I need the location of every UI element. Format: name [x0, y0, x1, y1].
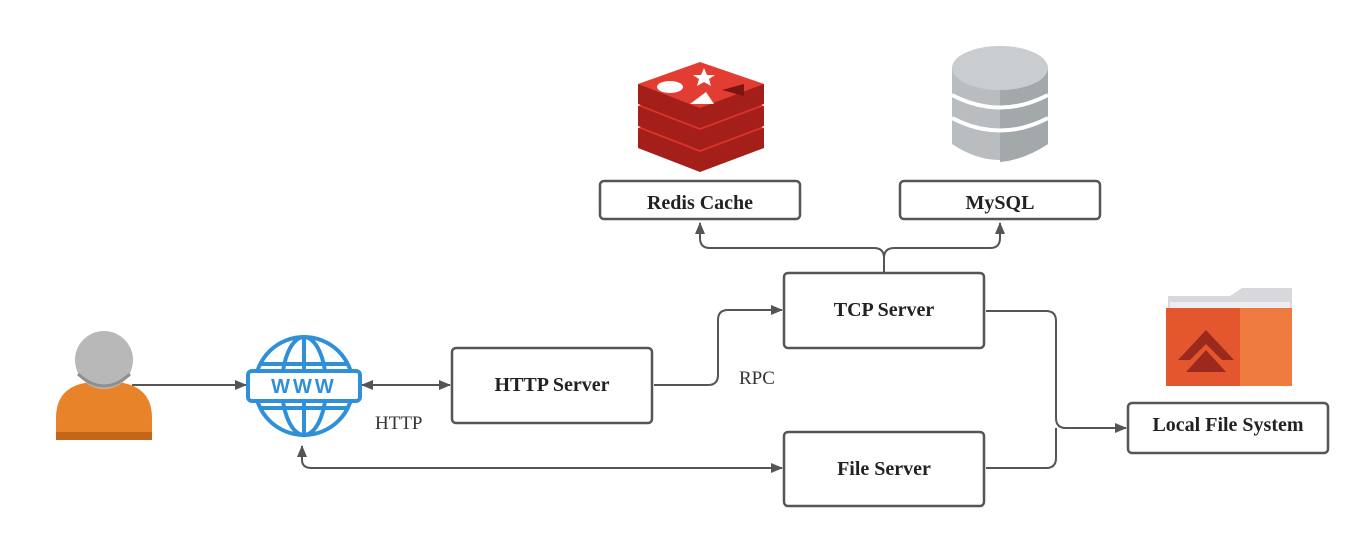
http-server-label: HTTP Server	[495, 374, 610, 396]
edge-fileserver-to-localfs	[986, 428, 1057, 469]
edge-http-to-tcp	[654, 305, 783, 386]
edge-www-to-fileserver	[297, 445, 783, 473]
www-globe-icon: WWW	[246, 335, 362, 437]
edge-tcp-to-localfs	[986, 310, 1127, 433]
box-redis-cache[interactable]: Redis Cache	[598, 179, 802, 221]
database-icon	[951, 46, 1049, 162]
redis-logo-icon	[638, 62, 764, 172]
connectors	[132, 222, 1127, 473]
edge-label-http: HTTP	[375, 413, 423, 434]
edge-label-rpc: RPC	[739, 368, 775, 389]
box-local-file-system[interactable]: Local File System	[1126, 401, 1330, 455]
box-http-server[interactable]: HTTP Server	[450, 346, 654, 425]
local-fs-label: Local File System	[1152, 414, 1303, 436]
box-mysql[interactable]: MySQL	[898, 179, 1102, 221]
box-tcp-server[interactable]: TCP Server	[782, 271, 986, 350]
redis-cache-label: Redis Cache	[647, 192, 753, 214]
edge-tcp-to-mysql	[883, 222, 1005, 259]
file-server-label: File Server	[837, 458, 931, 480]
svg-text:WWW: WWW	[271, 376, 337, 398]
tcp-server-label: TCP Server	[834, 299, 935, 321]
folder-icon	[1166, 288, 1292, 386]
user-icon	[56, 331, 152, 440]
edge-tcp-to-datastores	[695, 222, 885, 272]
mysql-label: MySQL	[966, 192, 1035, 214]
box-file-server[interactable]: File Server	[782, 430, 986, 508]
